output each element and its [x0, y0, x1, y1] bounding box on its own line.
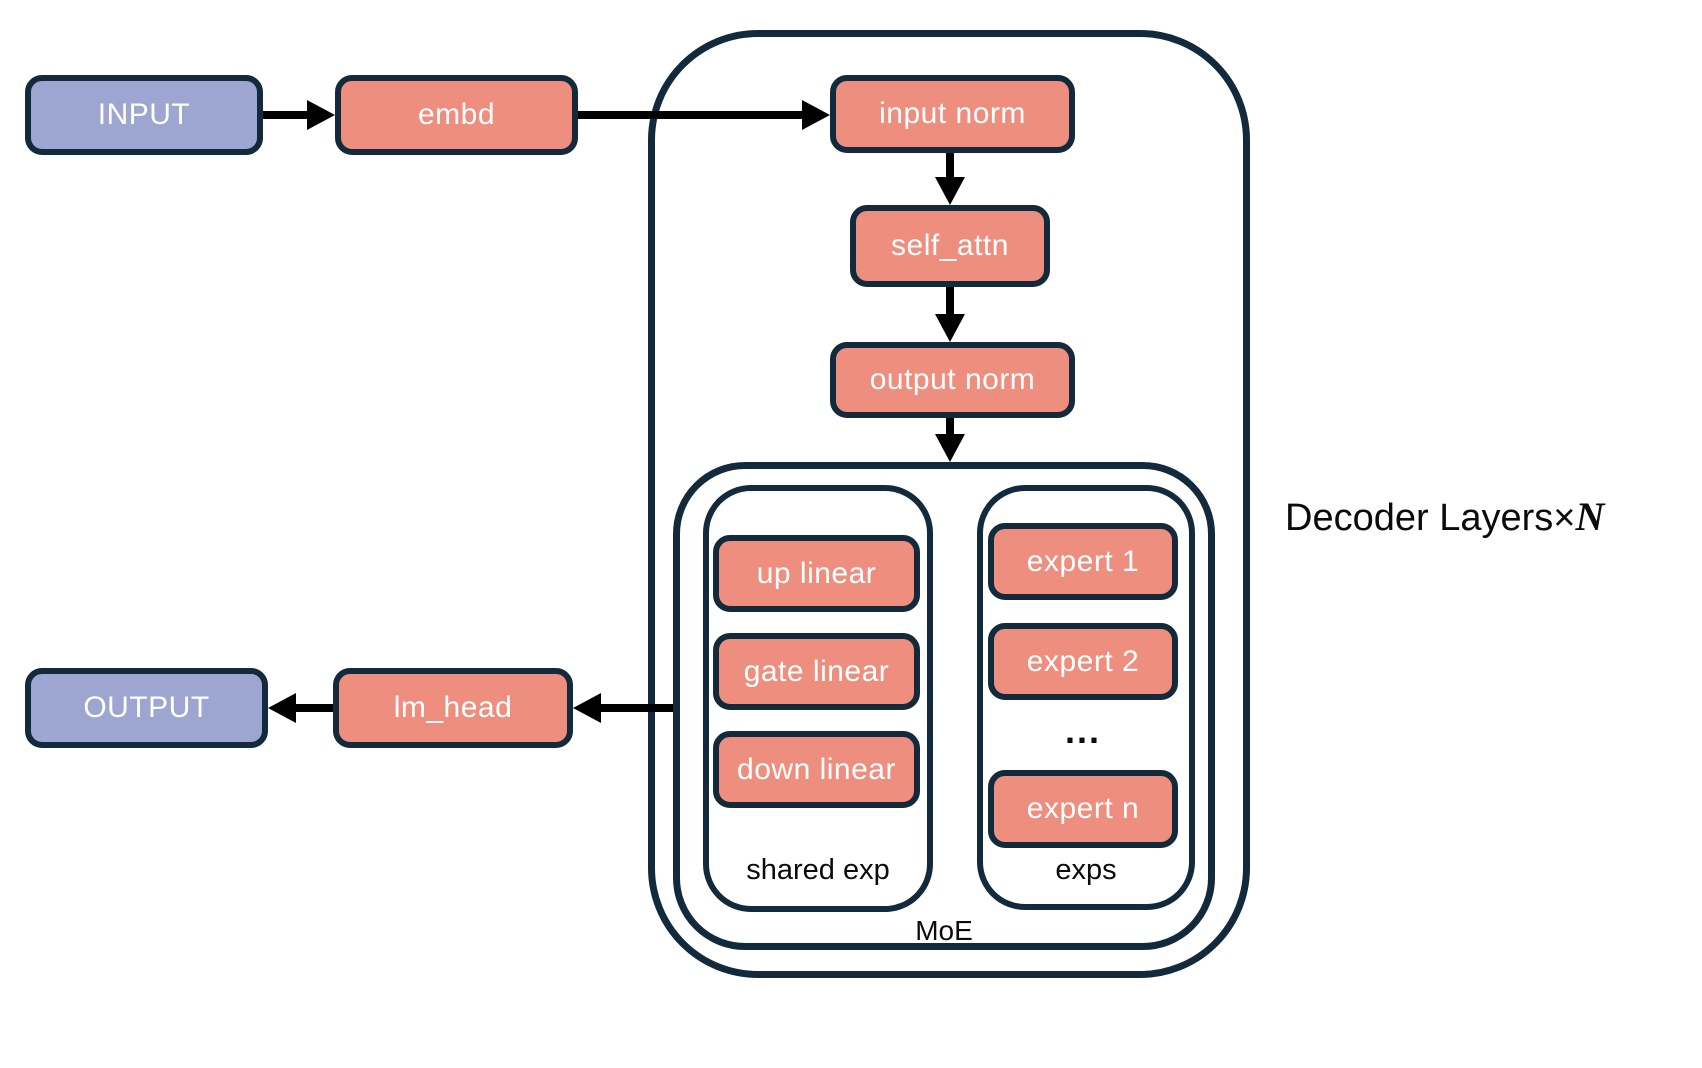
expert-2-node: expert 2: [988, 623, 1178, 700]
moe-label: MoE: [915, 915, 973, 946]
exps-label: exps: [1055, 853, 1117, 886]
gate-linear-node: gate linear: [713, 633, 920, 710]
input-node: INPUT: [25, 75, 263, 155]
input-norm-node: input norm: [830, 75, 1075, 153]
moe-container: [673, 462, 1215, 950]
expert-n-node-label: expert n: [1026, 792, 1140, 825]
expert-1-node: expert 1: [988, 523, 1178, 600]
shared-exp-label: shared exp: [746, 853, 890, 886]
up-linear-node-label: up linear: [756, 556, 877, 590]
down-linear-node: down linear: [713, 731, 920, 808]
input-node-label: INPUT: [97, 98, 191, 131]
embd-node-label: embd: [417, 98, 496, 131]
experts-ellipsis: ...: [1064, 710, 1101, 751]
expert-n-node: expert n: [988, 770, 1178, 848]
gate-linear-node-label: gate linear: [743, 654, 890, 688]
input-norm-node-label: input norm: [879, 97, 1026, 130]
output-node: OUTPUT: [25, 668, 268, 748]
expert-2-node-label: expert 2: [1026, 644, 1140, 678]
down-linear-node-label: down linear: [737, 752, 896, 786]
embd-node: embd: [335, 75, 578, 155]
output-node-label: OUTPUT: [83, 691, 210, 724]
expert-1-node-label: expert 1: [1026, 544, 1140, 578]
decoder-layers-annotation: Decoder Layers×N: [1285, 493, 1604, 540]
exps-container: [977, 485, 1195, 910]
decoder-layers-n: N: [1575, 494, 1605, 539]
decoder-layers-annotation-text: Decoder Layers×: [1285, 497, 1576, 539]
shared-exp-container: [703, 485, 933, 912]
lm-head-node-label: lm_head: [393, 691, 513, 724]
self-attn-node-label: self_attn: [891, 229, 1009, 262]
output-norm-node: output norm: [830, 342, 1075, 418]
self-attn-node: self_attn: [850, 205, 1050, 287]
up-linear-node: up linear: [713, 535, 920, 612]
output-norm-node-label: output norm: [869, 363, 1036, 396]
decoder-layers-container: [648, 30, 1250, 978]
lm-head-node: lm_head: [333, 668, 573, 748]
